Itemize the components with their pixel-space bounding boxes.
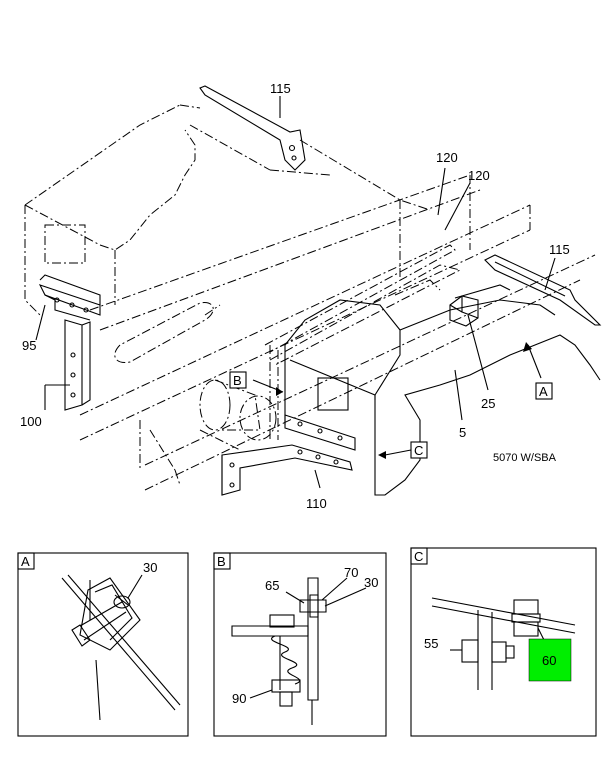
svg-text:B: B <box>233 373 242 388</box>
bracket-115-right <box>484 254 602 326</box>
rear-fender-left <box>24 104 431 316</box>
detail-a-callout-30: 30 <box>143 560 157 575</box>
bracket-100 <box>64 319 91 411</box>
bracket-110 <box>221 444 353 496</box>
detail-c-label: C <box>414 549 423 564</box>
bracket-115-top <box>199 85 306 171</box>
main-assembly-view: 115 120 120 115 95 100 25 5 110 B C A 50… <box>20 81 602 511</box>
detail-b-callout-70: 70 <box>344 565 358 580</box>
callout-25: 25 <box>481 396 495 411</box>
callout-95: 95 <box>22 338 36 353</box>
callout-120-a: 120 <box>436 150 458 165</box>
svg-text:A: A <box>539 384 548 399</box>
detail-panel-b: B 65 70 30 90 <box>213 552 387 737</box>
view-marker-c: C <box>410 441 428 459</box>
model-code: 5070 W/SBA <box>493 452 557 464</box>
frame-rails <box>79 174 596 491</box>
callout-120-b: 120 <box>468 168 490 183</box>
svg-text:C: C <box>414 443 423 458</box>
callout-110: 110 <box>306 496 327 511</box>
detail-b-callout-65: 65 <box>265 578 279 593</box>
motor-assembly <box>199 379 277 451</box>
detail-c-callout-60: 60 <box>542 653 556 668</box>
callout-5: 5 <box>459 425 466 440</box>
detail-panel-c: C 60 55 <box>410 547 597 737</box>
fender-5 <box>284 284 601 496</box>
detail-panel-a: A 30 <box>17 552 189 737</box>
detail-b-label: B <box>217 554 226 569</box>
pad-25 <box>449 295 479 327</box>
leader-lines <box>35 96 556 489</box>
detail-b-callout-90: 90 <box>232 691 246 706</box>
strap-120 <box>264 244 462 440</box>
detail-a-label: A <box>21 554 30 569</box>
callout-115-top: 115 <box>270 81 291 96</box>
view-marker-a: A <box>535 382 553 400</box>
bracket-95 <box>38 274 101 321</box>
callout-115-right: 115 <box>549 242 570 257</box>
view-marker-b: B <box>229 371 247 389</box>
highlight-box-60 <box>528 638 572 682</box>
detail-c-callout-55: 55 <box>424 636 438 651</box>
callout-100: 100 <box>20 414 42 429</box>
cross-bar <box>114 302 221 364</box>
detail-b-callout-30: 30 <box>364 575 378 590</box>
fender-bracket <box>284 414 356 451</box>
